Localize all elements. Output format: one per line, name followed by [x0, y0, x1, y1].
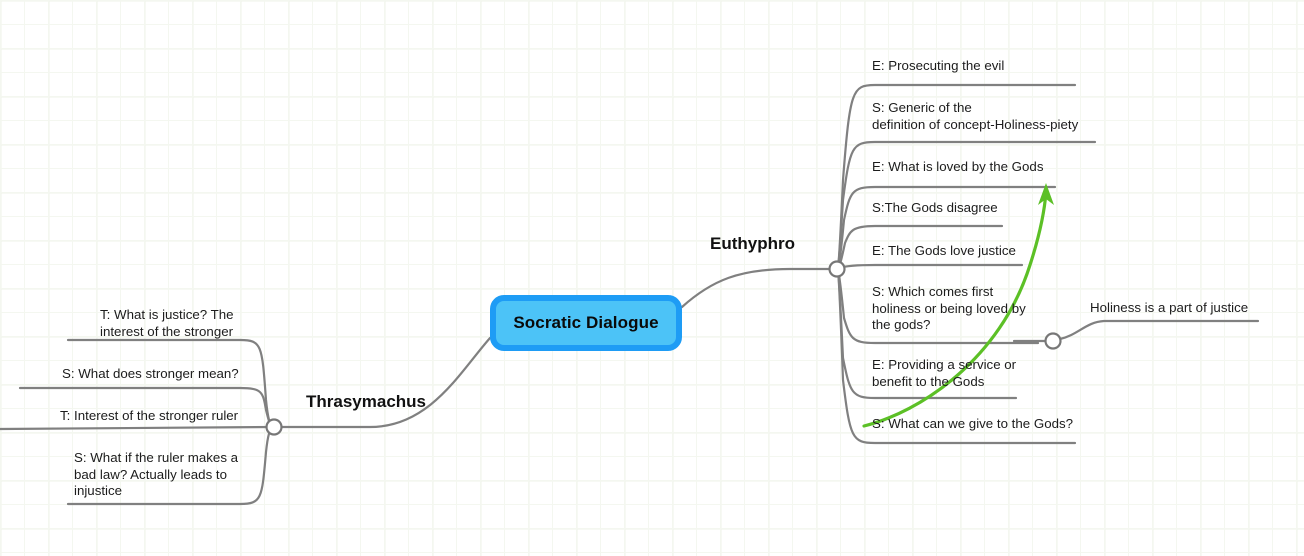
leaf-conclusion[interactable]: Holiness is a part of justice [1090, 300, 1249, 315]
branch-title-thrasymachus[interactable]: Thrasymachus [306, 392, 426, 411]
leaf-thrasymachus-3[interactable]: T: Interest of the stronger ruler [60, 408, 239, 423]
leaf-euthyphro-1[interactable]: E: Prosecuting the evil [872, 58, 1005, 73]
leaf-euthyphro-4[interactable]: S:The Gods disagree [872, 200, 998, 215]
leaf-euthyphro-8[interactable]: S: What can we give to the Gods? [872, 416, 1074, 431]
edge-center-to-thrasymachus [274, 336, 492, 429]
edge-conclusion-curve [1058, 319, 1260, 341]
edge-leaf-left-3 [0, 425, 274, 431]
leaf-euthyphro-2[interactable]: S: Generic of the definition of concept-… [872, 100, 1079, 132]
branch-title-euthyphro[interactable]: Euthyphro [710, 234, 795, 253]
center-node-label: Socratic Dialogue [513, 313, 659, 332]
leaf-euthyphro-3[interactable]: E: What is loved by the Gods [872, 159, 1044, 174]
center-node[interactable]: Socratic Dialogue [490, 295, 682, 351]
collector-circle-conclusion [1044, 332, 1062, 350]
leaf-euthyphro-7[interactable]: E: Providing a service or benefit to the… [872, 357, 1017, 389]
leaf-euthyphro-6[interactable]: S: Which comes first holiness or being l… [872, 284, 1026, 332]
leaf-euthyphro-5[interactable]: E: The Gods love justice [872, 243, 1016, 258]
collector-circle-euthyphro [828, 260, 846, 278]
leaf-thrasymachus-2[interactable]: S: What does stronger mean? [62, 366, 239, 381]
edge-leaf-right-5 [837, 263, 1024, 270]
edge-center-to-euthyphro [680, 267, 837, 309]
leaf-thrasymachus-1[interactable]: T: What is justice? The interest of the … [100, 307, 234, 339]
leaf-thrasymachus-4[interactable]: S: What if the ruler makes a bad law? Ac… [74, 450, 239, 498]
